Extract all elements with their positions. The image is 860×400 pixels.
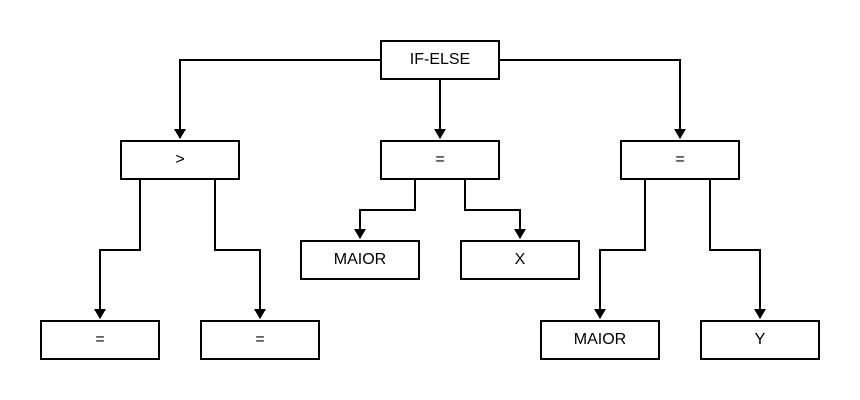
node-if-else: IF-ELSE [380,40,500,80]
node-equals-left-left: = [40,320,160,360]
edge-gt-to-eq-left-left [94,180,141,319]
edge-root-to-eq-right [500,59,686,139]
node-maior-right: MAIOR [540,320,660,360]
node-equals-left-right: = [200,320,320,360]
node-equals-right: = [620,140,740,180]
edge-eq-right-to-y [709,180,766,319]
node-equals-middle: = [380,140,500,180]
edge-eq-mid-to-maior [354,180,416,239]
edge-eq-right-to-maior [594,180,646,319]
node-maior-middle: MAIOR [300,240,420,280]
node-greater-than: > [120,140,240,180]
edge-gt-to-eq-left-right [214,180,266,319]
node-x: X [460,240,580,280]
edge-root-to-gt [174,59,380,139]
node-y: Y [700,320,820,360]
edge-eq-mid-to-x [464,180,526,239]
